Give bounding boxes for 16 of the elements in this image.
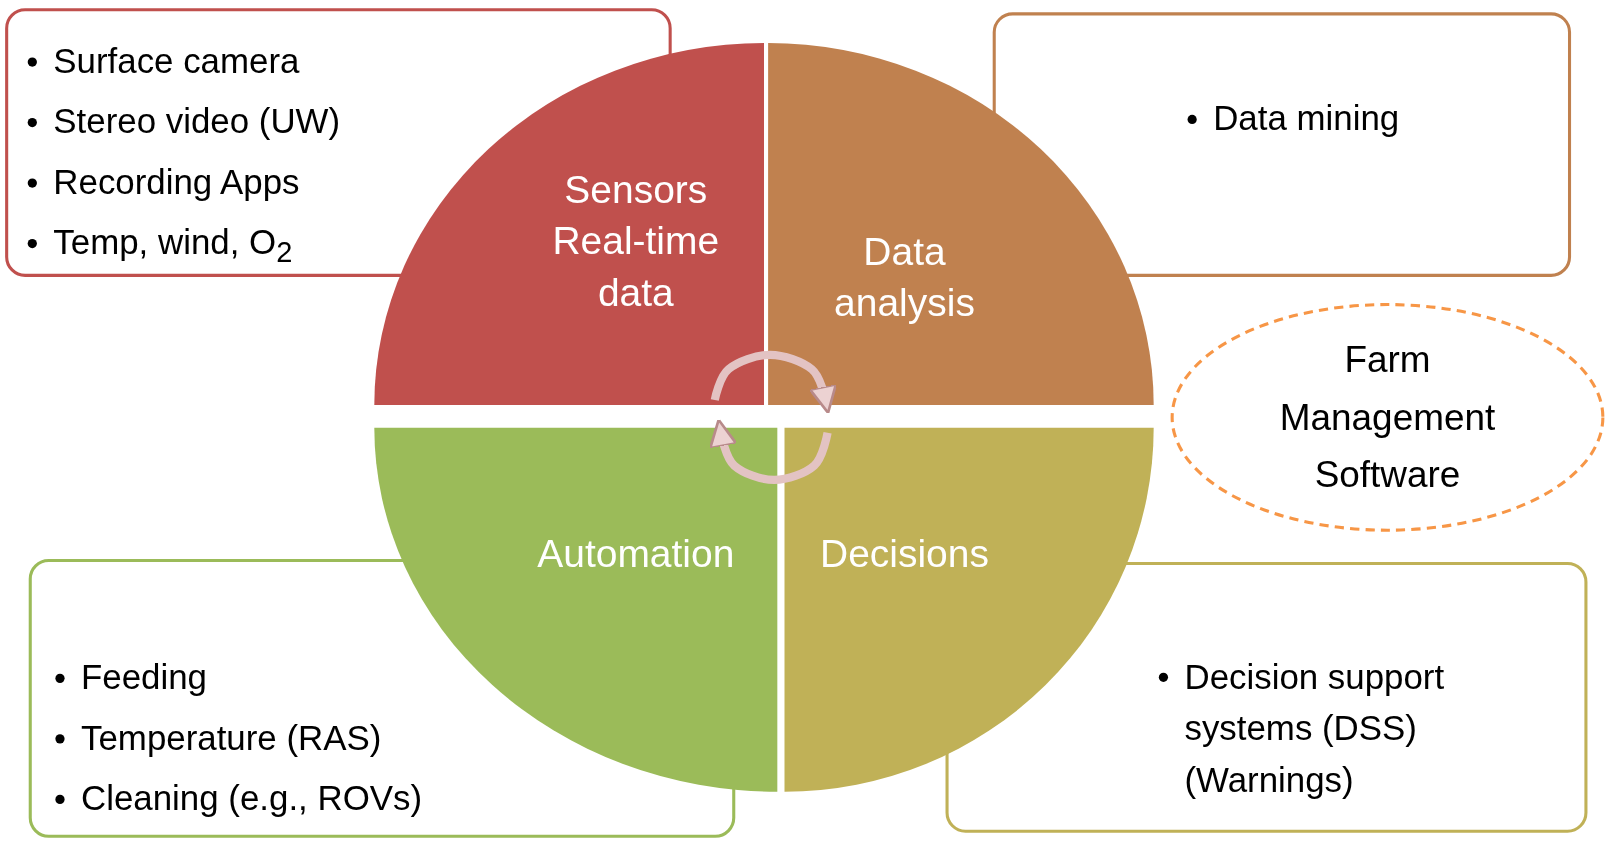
cycle-arrow: [709, 418, 832, 485]
bullet-text: Feeding: [81, 656, 207, 699]
cycle-arrow: [710, 350, 837, 415]
bullet-text: Data mining: [1213, 97, 1400, 140]
bullet-text: Decision support systems (DSS) (Warnings): [1184, 656, 1446, 801]
bullet-text: Surface camera: [53, 40, 300, 82]
bullet-text: Cleaning (e.g., ROVs): [81, 777, 423, 820]
quadrant-label: Sensors Real-time data: [551, 167, 721, 316]
bullet-text: Stereo video (UW): [53, 100, 341, 143]
quadrant-label: Automation: [536, 531, 736, 578]
quadrant-label: Decisions: [819, 531, 990, 578]
ellipse-label: Farm Management Software: [1278, 337, 1497, 498]
quadrant-label: Data analysis: [833, 228, 976, 327]
bullet-text: Temp, wind, O$_{2}$: [53, 221, 293, 271]
bullet-text: Temperature (RAS): [81, 716, 382, 759]
bullet-text: Recording Apps: [53, 161, 300, 203]
